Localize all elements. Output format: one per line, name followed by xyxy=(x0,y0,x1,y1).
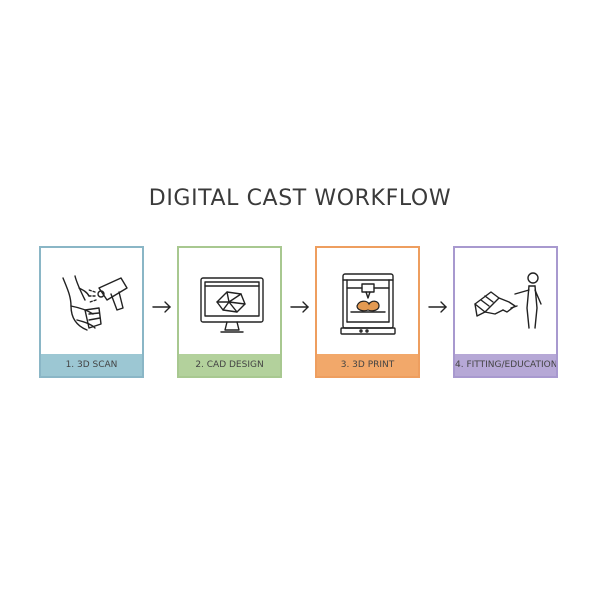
arrow-right-icon xyxy=(427,300,449,314)
cad-illustration xyxy=(179,248,280,356)
diagram-title: DIGITAL CAST WORKFLOW xyxy=(148,186,452,211)
step-cad-design: 2. CAD DESIGN xyxy=(177,246,282,378)
step-3d-scan: 1. 3D SCAN xyxy=(39,246,144,378)
step-label: 1. 3D SCAN xyxy=(41,354,142,376)
3d-printer-icon xyxy=(340,273,396,335)
cast-fitting-icon xyxy=(474,272,542,329)
monitor-cad-icon xyxy=(200,277,264,333)
arrow-right-icon xyxy=(289,300,311,314)
arrow-right-icon xyxy=(151,300,173,314)
step-label: 3. 3D PRINT xyxy=(317,354,418,376)
print-illustration xyxy=(317,248,418,356)
step-fitting-education: 4. FITTING/EDUCATION xyxy=(453,246,558,378)
fitting-illustration xyxy=(455,248,556,356)
hand-scanner-icon xyxy=(62,275,128,331)
step-label: 4. FITTING/EDUCATION xyxy=(455,354,556,376)
step-3d-print: 3. 3D PRINT xyxy=(315,246,420,378)
scan-illustration xyxy=(41,248,142,356)
step-label: 2. CAD DESIGN xyxy=(179,354,280,376)
